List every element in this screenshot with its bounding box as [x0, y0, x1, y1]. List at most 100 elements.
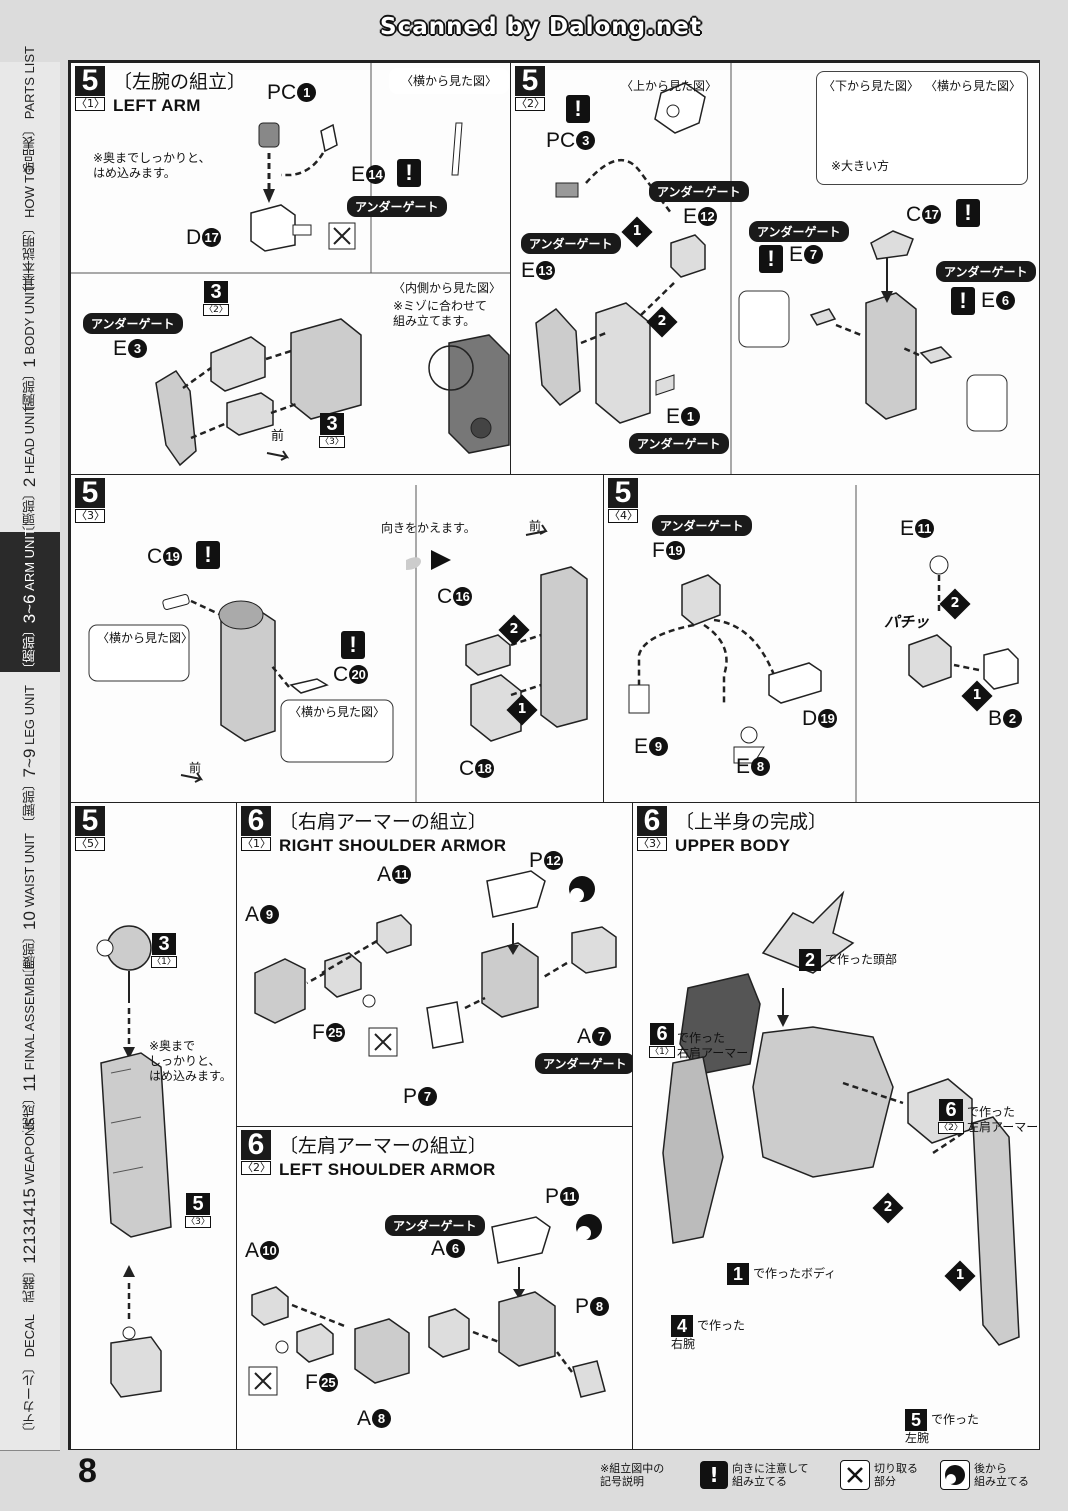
part-letter: E [981, 289, 996, 312]
legend-item-rear: 後から 組み立てる [940, 1452, 1029, 1498]
part-number: 19 [163, 547, 183, 566]
step-sub: 〈1〉 [75, 97, 105, 111]
part-letter: P [403, 1085, 418, 1108]
panel-5-1-left-arm: 5〈1〉 〔左腕の組立〕 LEFT ARM [70, 62, 512, 476]
tab-num: 3~6 [20, 594, 39, 624]
under-gate-badge: アンダーゲート [521, 233, 621, 254]
part-letter: C [437, 585, 453, 608]
part-letter: A [377, 863, 392, 886]
tab-en: FINAL ASSEMBLE [22, 960, 37, 1071]
step-ref-3-3: 3〈3〉 [319, 413, 345, 448]
panel-title: 〔上半身の完成〕 [675, 811, 828, 833]
step-number: 6 [637, 806, 667, 836]
legend-text: 切り取る 部分 [874, 1462, 918, 1488]
tab-en: LEG UNIT [22, 684, 37, 745]
part-letter: E [521, 259, 536, 282]
part-letter: E [351, 163, 366, 186]
warning-icon: ! [700, 1461, 728, 1489]
part-letter: A [245, 1239, 260, 1262]
snap-sound: パチッ [884, 613, 930, 631]
step-number: 6 [241, 1130, 271, 1160]
tab-en: HOW TO [22, 164, 37, 218]
part-number: 7 [418, 1087, 438, 1106]
step-sub: 〈3〉 [637, 837, 667, 851]
front-label: 前 [189, 761, 202, 775]
side-view-caption: 〈横から見た図〉 [925, 79, 1022, 93]
sidebar-nav: 〔部品表〕 PARTS LIST 〔基本説明〕 HOW TO 〔胸部〕1 BOD… [0, 46, 62, 1451]
tab-en: WEAPONS [22, 1118, 37, 1185]
tab-decal[interactable]: 〔デカール〕 DECAL [0, 1302, 60, 1451]
tab-num: 7~9 [20, 748, 39, 778]
tab-how-to[interactable]: 〔基本説明〕 HOW TO [0, 165, 60, 299]
ref-number: 6 [650, 1023, 674, 1045]
tab-jp: 〔デカール〕 [22, 1360, 37, 1439]
larger-side-note: ※大きい方 [831, 159, 890, 173]
ref-left-shoulder: 6〈2〉 [938, 1099, 964, 1134]
part-number: 7 [592, 1027, 612, 1046]
instruction-sheet: 5〈1〉 〔左腕の組立〕 LEFT ARM [68, 60, 1040, 1450]
step-sub: 〈3〉 [75, 509, 105, 523]
bottom-view-caption: 〈下から見た図〉 [823, 79, 920, 93]
tab-waist-unit[interactable]: 〔腰部〕10 WAIST UNIT [0, 833, 60, 981]
part-number: 25 [318, 1373, 338, 1392]
ref-number: 4 [671, 1315, 693, 1337]
hand-diagram [628, 485, 1019, 803]
step-ref-3-2: 3〈2〉 [203, 281, 229, 316]
panel-5-2: 5〈2〉 〈上から見た図〉 [510, 62, 1040, 476]
tab-en: ARM UNIT [22, 528, 37, 592]
part-number: 3 [128, 339, 148, 358]
view-detail-box [816, 71, 1028, 185]
turn-note: 向きをかえます。 [381, 521, 476, 535]
under-gate-badge: アンダーゲート [385, 1215, 485, 1236]
part-letter: D [186, 226, 202, 249]
tab-num: 12131415 [20, 1188, 39, 1264]
part-letter: F [305, 1371, 318, 1394]
part-number: 12 [698, 207, 718, 226]
ref-number: 3 [152, 933, 176, 955]
part-letter: F [652, 539, 665, 562]
part-letter: E [900, 517, 915, 540]
tab-weapons[interactable]: 〔武器〕12131415 WEAPONS [0, 1118, 60, 1316]
tab-head-unit[interactable]: 〔頭部〕2 HEAD UNIT [0, 404, 60, 540]
step-number: 5 [75, 66, 105, 96]
part-letter: C [333, 663, 349, 686]
part-number: 20 [349, 665, 369, 684]
top-view-caption: 〈上から見た図〉 [621, 79, 718, 93]
tab-num: 10 [20, 910, 39, 930]
part-letter: E [736, 755, 751, 778]
tab-body-unit[interactable]: 〔胸部〕1 BODY UNIT [0, 284, 60, 420]
warning-icon: ! [397, 159, 421, 187]
sequence-marker-1: 1 [506, 694, 538, 726]
tab-parts-list[interactable]: 〔部品表〕 PARTS LIST [0, 46, 60, 188]
sequence-marker-1: 1 [621, 216, 653, 248]
part-number: 18 [475, 759, 495, 778]
step-badge: 5〈3〉 [75, 478, 105, 523]
forearm-diagram [88, 485, 588, 803]
tab-arm-unit[interactable]: 〔腕部〕3~6 ARM UNIT [0, 528, 60, 676]
rear-assemble-icon [940, 1460, 970, 1490]
part-number: 1 [681, 407, 701, 426]
tab-en: HEAD UNIT [22, 404, 37, 475]
tab-leg-unit[interactable]: 〔脚部〕7~9 LEG UNIT [0, 672, 60, 843]
sequence-marker-2: 2 [498, 614, 530, 646]
tab-final-assemble[interactable]: 〔完成〕11 FINAL ASSEMBLE [0, 961, 60, 1143]
panel-5-5: 5〈5〉 3〈1〉 ※奥まで しっかりと、 はめ込みます。 5〈3〉 [70, 802, 238, 1450]
ref-right-shoulder: 6〈1〉 [649, 1023, 675, 1058]
step-badge: 6〈1〉 [241, 806, 271, 851]
tab-en: BODY UNIT [22, 284, 37, 355]
tab-jp: 〔脚部〕 [22, 777, 37, 830]
